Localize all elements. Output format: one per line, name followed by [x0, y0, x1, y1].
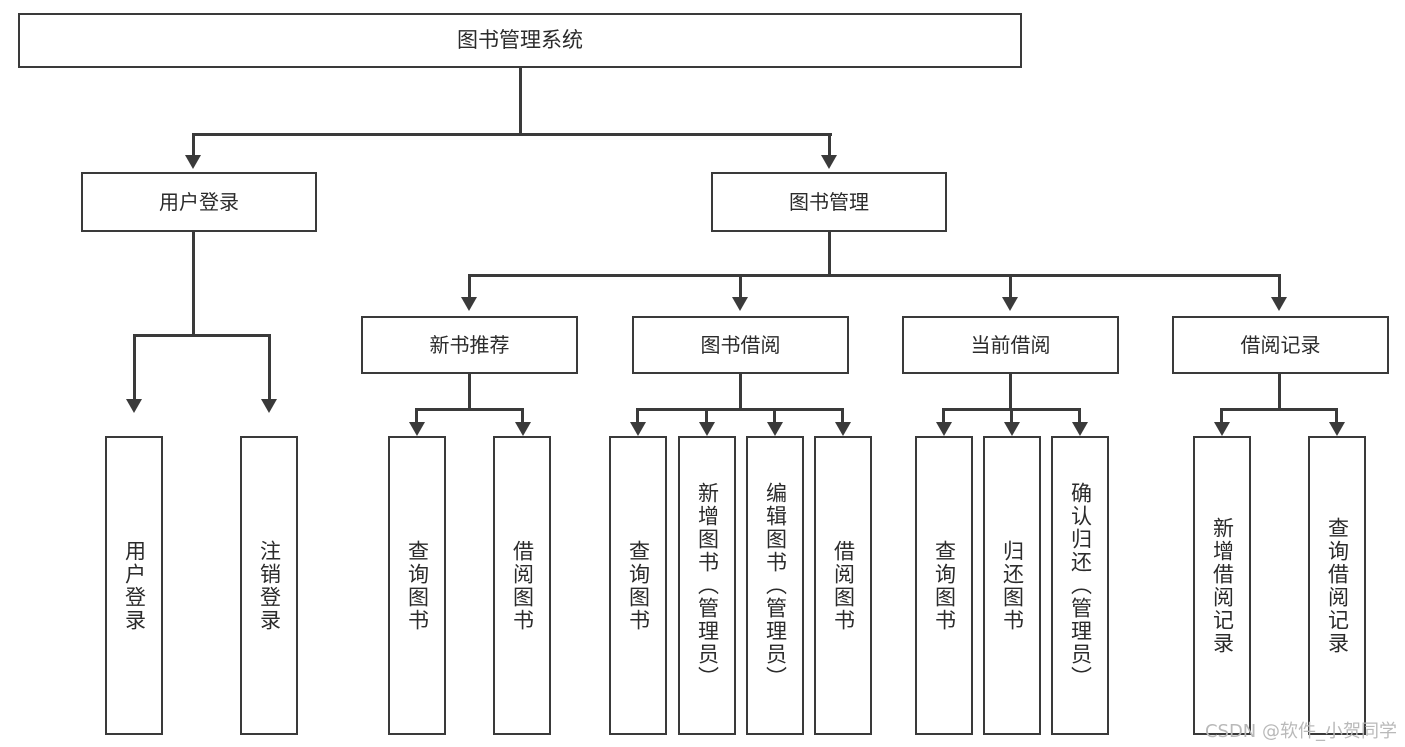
connector-user-login-bar	[133, 334, 271, 337]
leaf-edit-book-admin[interactable]: 编辑图书（管理员）	[746, 436, 804, 735]
node-book-borrow[interactable]: 图书借阅	[632, 316, 849, 374]
arrow-nbr-to-leaf-1	[409, 422, 425, 436]
connector-bb-drop-3	[773, 408, 776, 426]
node-label: 当前借阅	[970, 332, 1051, 357]
leaf-confirm-return-admin[interactable]: 确认归还（管理员）	[1051, 436, 1109, 735]
arrow-nbr-to-leaf-2	[515, 422, 531, 436]
leaf-query-book-borrow[interactable]: 查询图书	[609, 436, 667, 735]
arrow-bb-to-leaf-3	[767, 422, 783, 436]
leaf-label: 查询图书	[626, 539, 651, 632]
arrow-br-to-leaf-2	[1329, 422, 1345, 436]
connector-book-management-stem	[828, 232, 831, 276]
connector-bb-drop-4	[841, 408, 844, 426]
arrow-bb-to-leaf-1	[630, 422, 646, 436]
connector-cb-drop-3	[1078, 408, 1081, 426]
leaf-borrow-book-recommend[interactable]: 借阅图书	[493, 436, 551, 735]
arrow-bm-to-borrow-record	[1271, 297, 1287, 311]
connector-nbr-stem	[468, 374, 471, 410]
leaf-query-book-current[interactable]: 查询图书	[915, 436, 973, 735]
watermark-text: CSDN @软件_小贺同学	[1204, 721, 1397, 742]
connector-bb-drop-1	[636, 408, 639, 426]
leaf-label: 注销登录	[257, 539, 282, 632]
connector-root-to-book-management	[828, 133, 831, 158]
leaf-return-book[interactable]: 归还图书	[983, 436, 1041, 735]
connector-book-management-bar	[468, 274, 1281, 277]
leaf-user-login[interactable]: 用户登录	[105, 436, 163, 735]
node-user-login[interactable]: 用户登录	[81, 172, 317, 232]
leaf-add-borrow-record[interactable]: 新增借阅记录	[1193, 436, 1251, 735]
connector-cb-drop-2	[1010, 408, 1013, 426]
arrow-bm-to-current-borrow	[1002, 297, 1018, 311]
leaf-label: 确认归还（管理员）	[1068, 482, 1093, 689]
connector-br-stem	[1278, 374, 1281, 410]
connector-bm-drop-1	[468, 274, 471, 300]
leaf-query-borrow-record[interactable]: 查询借阅记录	[1308, 436, 1366, 735]
leaf-label: 查询借阅记录	[1325, 516, 1350, 655]
arrow-bb-to-leaf-4	[835, 422, 851, 436]
leaf-label: 查询图书	[932, 539, 957, 632]
arrow-bm-to-book-borrow	[732, 297, 748, 311]
arrow-cb-to-leaf-3	[1072, 422, 1088, 436]
connector-bm-drop-2	[739, 274, 742, 300]
connector-br-bar	[1220, 408, 1338, 411]
arrow-user-login-to-leaf-1	[126, 399, 142, 413]
leaf-label: 新增借阅记录	[1210, 516, 1235, 655]
node-label: 图书借阅	[700, 332, 781, 357]
leaf-label: 用户登录	[122, 539, 147, 632]
connector-user-login-drop-2	[268, 334, 271, 402]
node-root-book-management-system[interactable]: 图书管理系统	[18, 13, 1022, 68]
leaf-borrow-book[interactable]: 借阅图书	[814, 436, 872, 735]
leaf-label: 编辑图书（管理员）	[763, 482, 788, 689]
arrow-root-to-user-login	[185, 155, 201, 169]
node-new-book-recommend[interactable]: 新书推荐	[361, 316, 578, 374]
connector-user-login-drop-1	[133, 334, 136, 402]
arrow-br-to-leaf-1	[1214, 422, 1230, 436]
arrow-bb-to-leaf-2	[699, 422, 715, 436]
leaf-add-book-admin[interactable]: 新增图书（管理员）	[678, 436, 736, 735]
connector-root-stem	[519, 68, 522, 135]
connector-nbr-drop-2	[521, 408, 524, 426]
arrow-cb-to-leaf-2	[1004, 422, 1020, 436]
node-label: 借阅记录	[1240, 332, 1321, 357]
connector-bb-drop-2	[705, 408, 708, 426]
connector-br-drop-2	[1335, 408, 1338, 426]
leaf-label: 归还图书	[1000, 539, 1025, 632]
node-label: 图书管理系统	[457, 28, 583, 53]
leaf-label: 借阅图书	[831, 539, 856, 632]
node-book-management[interactable]: 图书管理	[711, 172, 947, 232]
connector-br-drop-1	[1220, 408, 1223, 426]
connector-root-to-user-login	[192, 133, 195, 158]
leaf-label: 新增图书（管理员）	[695, 482, 720, 689]
node-current-borrow[interactable]: 当前借阅	[902, 316, 1119, 374]
leaf-label: 查询图书	[405, 539, 430, 632]
arrow-user-login-to-leaf-2	[261, 399, 277, 413]
node-label: 图书管理	[789, 189, 869, 214]
arrow-root-to-book-management	[821, 155, 837, 169]
leaf-logout-login[interactable]: 注销登录	[240, 436, 298, 735]
leaf-label: 借阅图书	[510, 539, 535, 632]
arrow-cb-to-leaf-1	[936, 422, 952, 436]
node-label: 新书推荐	[429, 332, 510, 357]
arrow-bm-to-new-book-recommend	[461, 297, 477, 311]
connector-cb-stem	[1009, 374, 1012, 410]
connector-root-bar	[192, 133, 832, 136]
connector-cb-drop-1	[942, 408, 945, 426]
connector-bb-stem	[739, 374, 742, 410]
connector-nbr-drop-1	[415, 408, 418, 426]
connector-nbr-bar	[415, 408, 523, 411]
leaf-query-book-recommend[interactable]: 查询图书	[388, 436, 446, 735]
connector-bm-drop-4	[1278, 274, 1281, 300]
connector-user-login-stem	[192, 232, 195, 336]
node-borrow-record[interactable]: 借阅记录	[1172, 316, 1389, 374]
node-label: 用户登录	[159, 189, 239, 214]
connector-bm-drop-3	[1009, 274, 1012, 300]
connector-bb-bar	[636, 408, 844, 411]
